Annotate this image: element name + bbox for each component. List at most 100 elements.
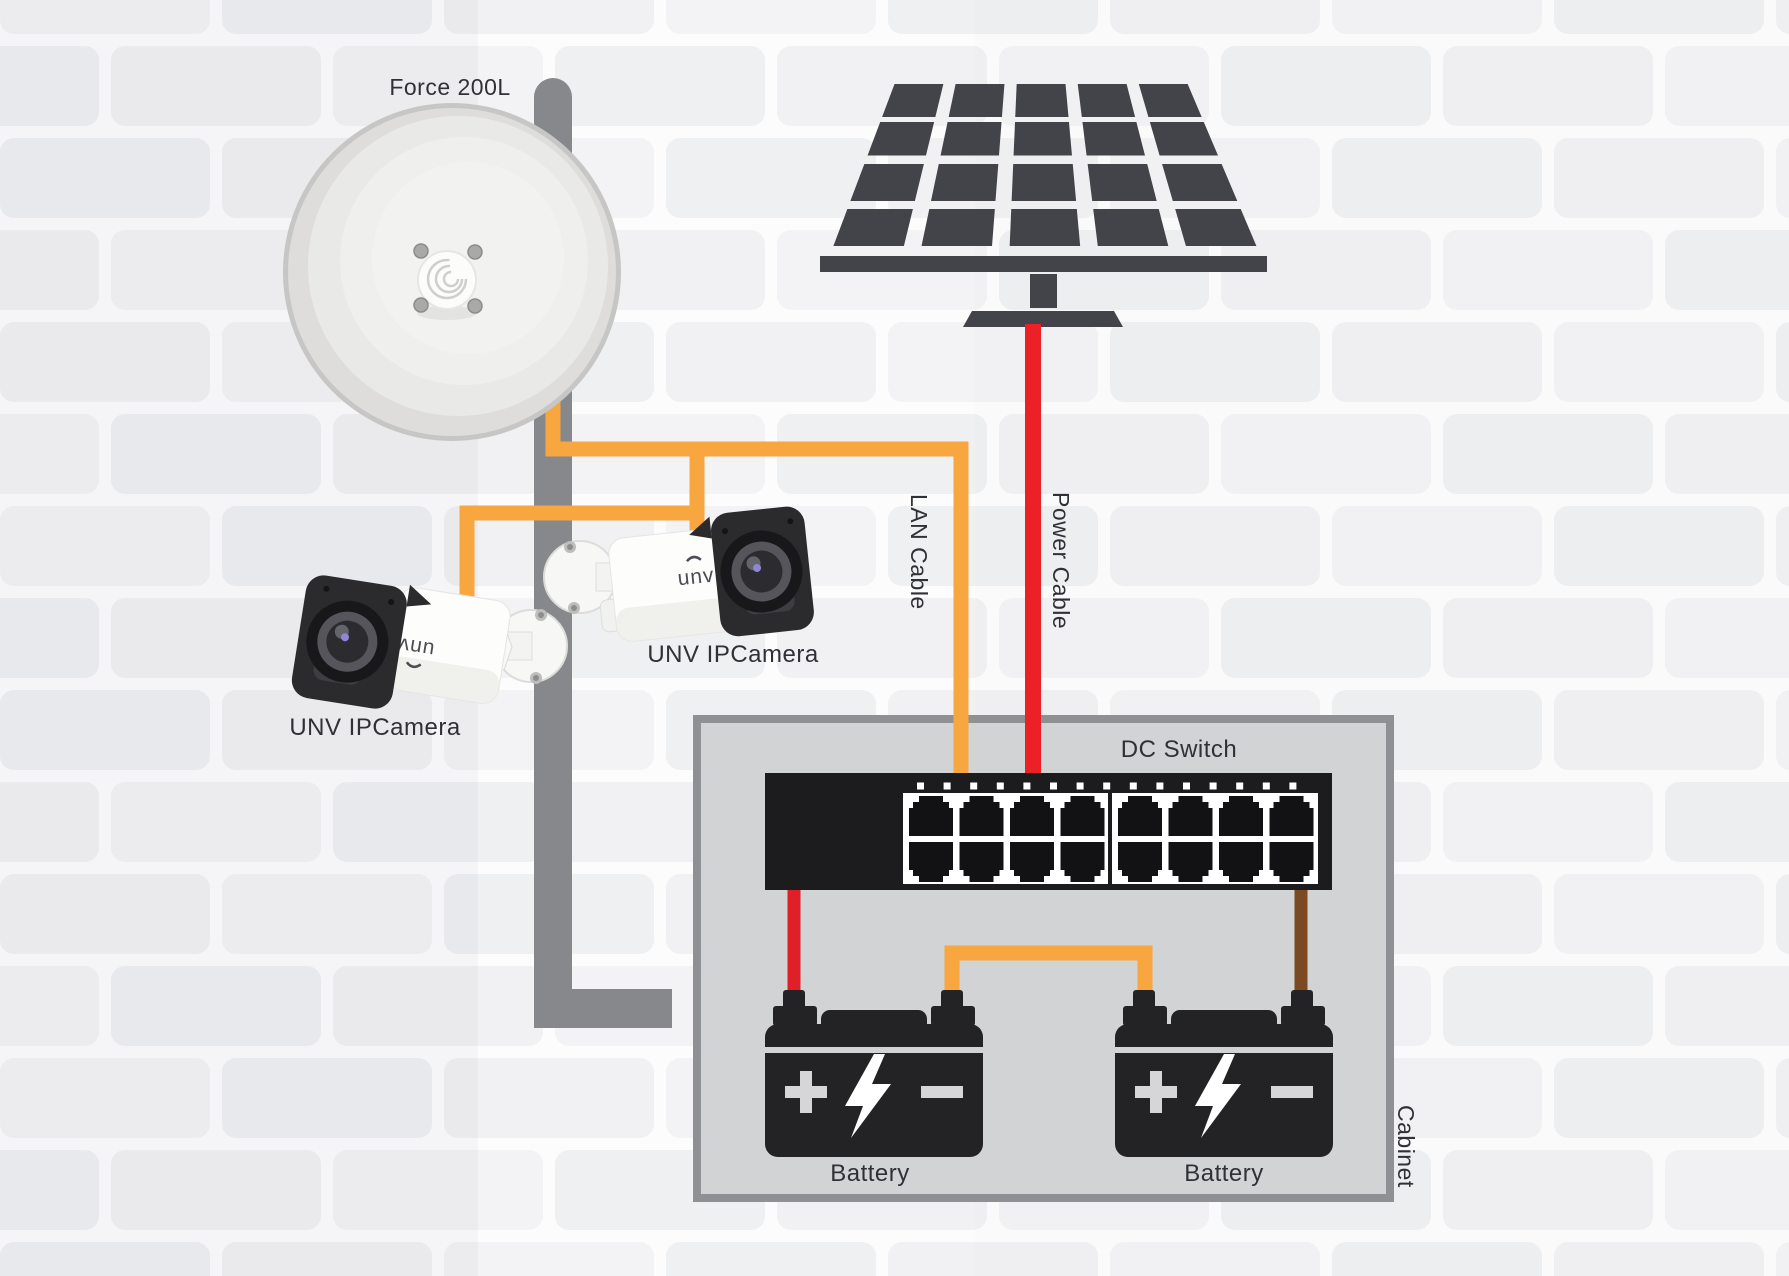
brick (222, 506, 432, 586)
svg-text:unv: unv (396, 633, 436, 661)
brick (111, 598, 321, 678)
dc-switch-label: DC Switch (1120, 736, 1238, 763)
brick (222, 874, 432, 954)
brick (333, 1150, 543, 1230)
brick (1110, 1242, 1320, 1276)
solar-cell (882, 84, 944, 117)
brick (444, 0, 654, 34)
camera2-logo: unv (677, 555, 716, 590)
brick (0, 1150, 99, 1230)
brick (1665, 966, 1789, 1046)
solar-cells (833, 84, 1257, 246)
brick (444, 1242, 654, 1276)
dish-screws (413, 243, 483, 314)
rj45-port (909, 842, 953, 882)
lan-cable-line (545, 383, 969, 792)
brick (333, 46, 543, 126)
solar-cell (1009, 209, 1081, 246)
brick (1221, 598, 1431, 678)
rj45-port (1269, 842, 1314, 882)
solar-cell (833, 209, 913, 246)
brick (888, 506, 1098, 586)
brick (1443, 966, 1653, 1046)
brick (1443, 1150, 1653, 1230)
brick (333, 966, 543, 1046)
solar-panel-stem (1030, 274, 1057, 308)
rj45-port (1219, 796, 1263, 836)
power-cable-label: Power Cable (1048, 492, 1074, 630)
brick (1443, 414, 1653, 494)
brick (222, 1242, 432, 1276)
brick (1554, 690, 1764, 770)
rj45-port (959, 796, 1004, 836)
brick (1776, 874, 1789, 954)
brick (111, 966, 321, 1046)
solar-cell (867, 122, 935, 156)
brick (333, 782, 543, 862)
brick (1221, 230, 1431, 310)
brick (1110, 506, 1320, 586)
battery2-label: Battery (1184, 1160, 1264, 1187)
brick (666, 138, 876, 218)
brick (1221, 46, 1431, 126)
brick (1776, 138, 1789, 218)
dc-switch-device (765, 773, 1332, 890)
brick (1665, 414, 1789, 494)
ip-camera-1: unv (291, 575, 511, 709)
brick (1554, 1242, 1764, 1276)
solar-cell (1093, 209, 1169, 246)
brick (1332, 1242, 1542, 1276)
battery-2 (1115, 990, 1333, 1157)
brick (888, 0, 1098, 34)
lan-cable-label: LAN Cable (906, 494, 932, 610)
brick (888, 322, 1098, 402)
camera1-lens (306, 600, 389, 683)
brick (1554, 1058, 1764, 1138)
rj45-port (1118, 842, 1162, 882)
solar-cell (1162, 164, 1238, 201)
rj45-port (1010, 842, 1054, 882)
brick (0, 46, 99, 126)
camera1-label: UNV IPCamera (289, 714, 461, 741)
brick (666, 0, 876, 34)
rj45-port (959, 842, 1004, 882)
brick (111, 46, 321, 126)
battery-1 (765, 990, 983, 1157)
brick (1221, 414, 1431, 494)
brick (777, 598, 987, 678)
camera2-lens (720, 530, 803, 613)
brick (1776, 1058, 1789, 1138)
brick (0, 414, 99, 494)
brick (1776, 0, 1789, 34)
solar-cell (930, 164, 999, 201)
brick (1554, 0, 1764, 34)
brick (1332, 0, 1542, 34)
dish-label: Force 200L (389, 74, 511, 100)
brick (1443, 598, 1653, 678)
rj45-port (1168, 842, 1213, 882)
brick (1665, 782, 1789, 862)
brick (111, 414, 321, 494)
brick (1443, 782, 1653, 862)
brick (1332, 138, 1542, 218)
camera1-logo: unv (396, 633, 436, 669)
brick (1332, 506, 1542, 586)
solar-cell (948, 84, 1005, 117)
brick (1554, 138, 1764, 218)
brick (666, 322, 876, 402)
cabinet-label: Cabinet (1393, 1105, 1419, 1188)
brick (222, 0, 432, 34)
brick (0, 966, 99, 1046)
brick (444, 1058, 654, 1138)
brick (0, 782, 99, 862)
brick (0, 874, 210, 954)
brick (0, 506, 210, 586)
brick (222, 1058, 432, 1138)
solar-cell (1149, 122, 1219, 156)
solar-cell (1013, 122, 1072, 156)
rj45-port (1269, 796, 1314, 836)
brick (0, 1242, 210, 1276)
camera2-label: UNV IPCamera (647, 641, 819, 668)
